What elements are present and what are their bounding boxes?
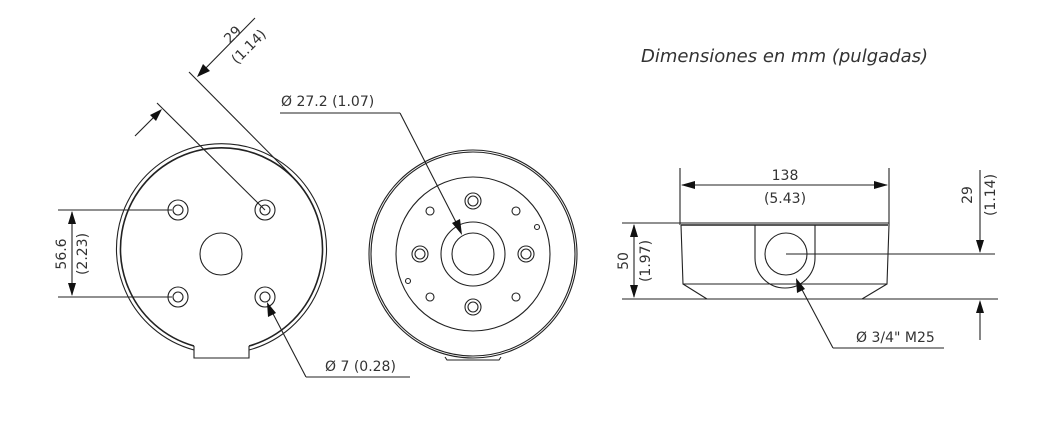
offset-in: (1.14) <box>983 174 999 216</box>
conduit-label: Ø 3/4" M25 <box>856 330 935 346</box>
outer-rim <box>115 143 328 351</box>
left-view: 56.6 (2.23) 29 (1.14) Ø 7 (0.28) <box>54 17 410 378</box>
hole-label: Ø 7 (0.28) <box>325 359 396 375</box>
width-mm: 138 <box>772 168 799 184</box>
bottom-notch <box>193 346 250 359</box>
mounting-holes <box>167 199 276 308</box>
center-hole <box>199 232 243 276</box>
width-in: (5.43) <box>764 191 806 207</box>
middle-view: Ø 27.2 (1.07) <box>280 94 578 361</box>
hub-label: Ø 27.2 (1.07) <box>281 94 374 110</box>
side-view: 138 (5.43) 50 (1.97) 29 (1.14) Ø 3/4" M2… <box>616 168 999 349</box>
height-mm: 50 <box>616 252 632 270</box>
offset-mm: 29 <box>960 186 976 204</box>
bolt-holes <box>404 192 541 316</box>
drawing-title: Dimensiones en mm (pulgadas) <box>641 46 928 67</box>
height-in: (1.97) <box>638 240 654 282</box>
vert-dim-mm: 56.6 <box>54 238 70 269</box>
vert-dim-in: (2.23) <box>75 233 91 275</box>
inner-rim <box>119 147 324 347</box>
